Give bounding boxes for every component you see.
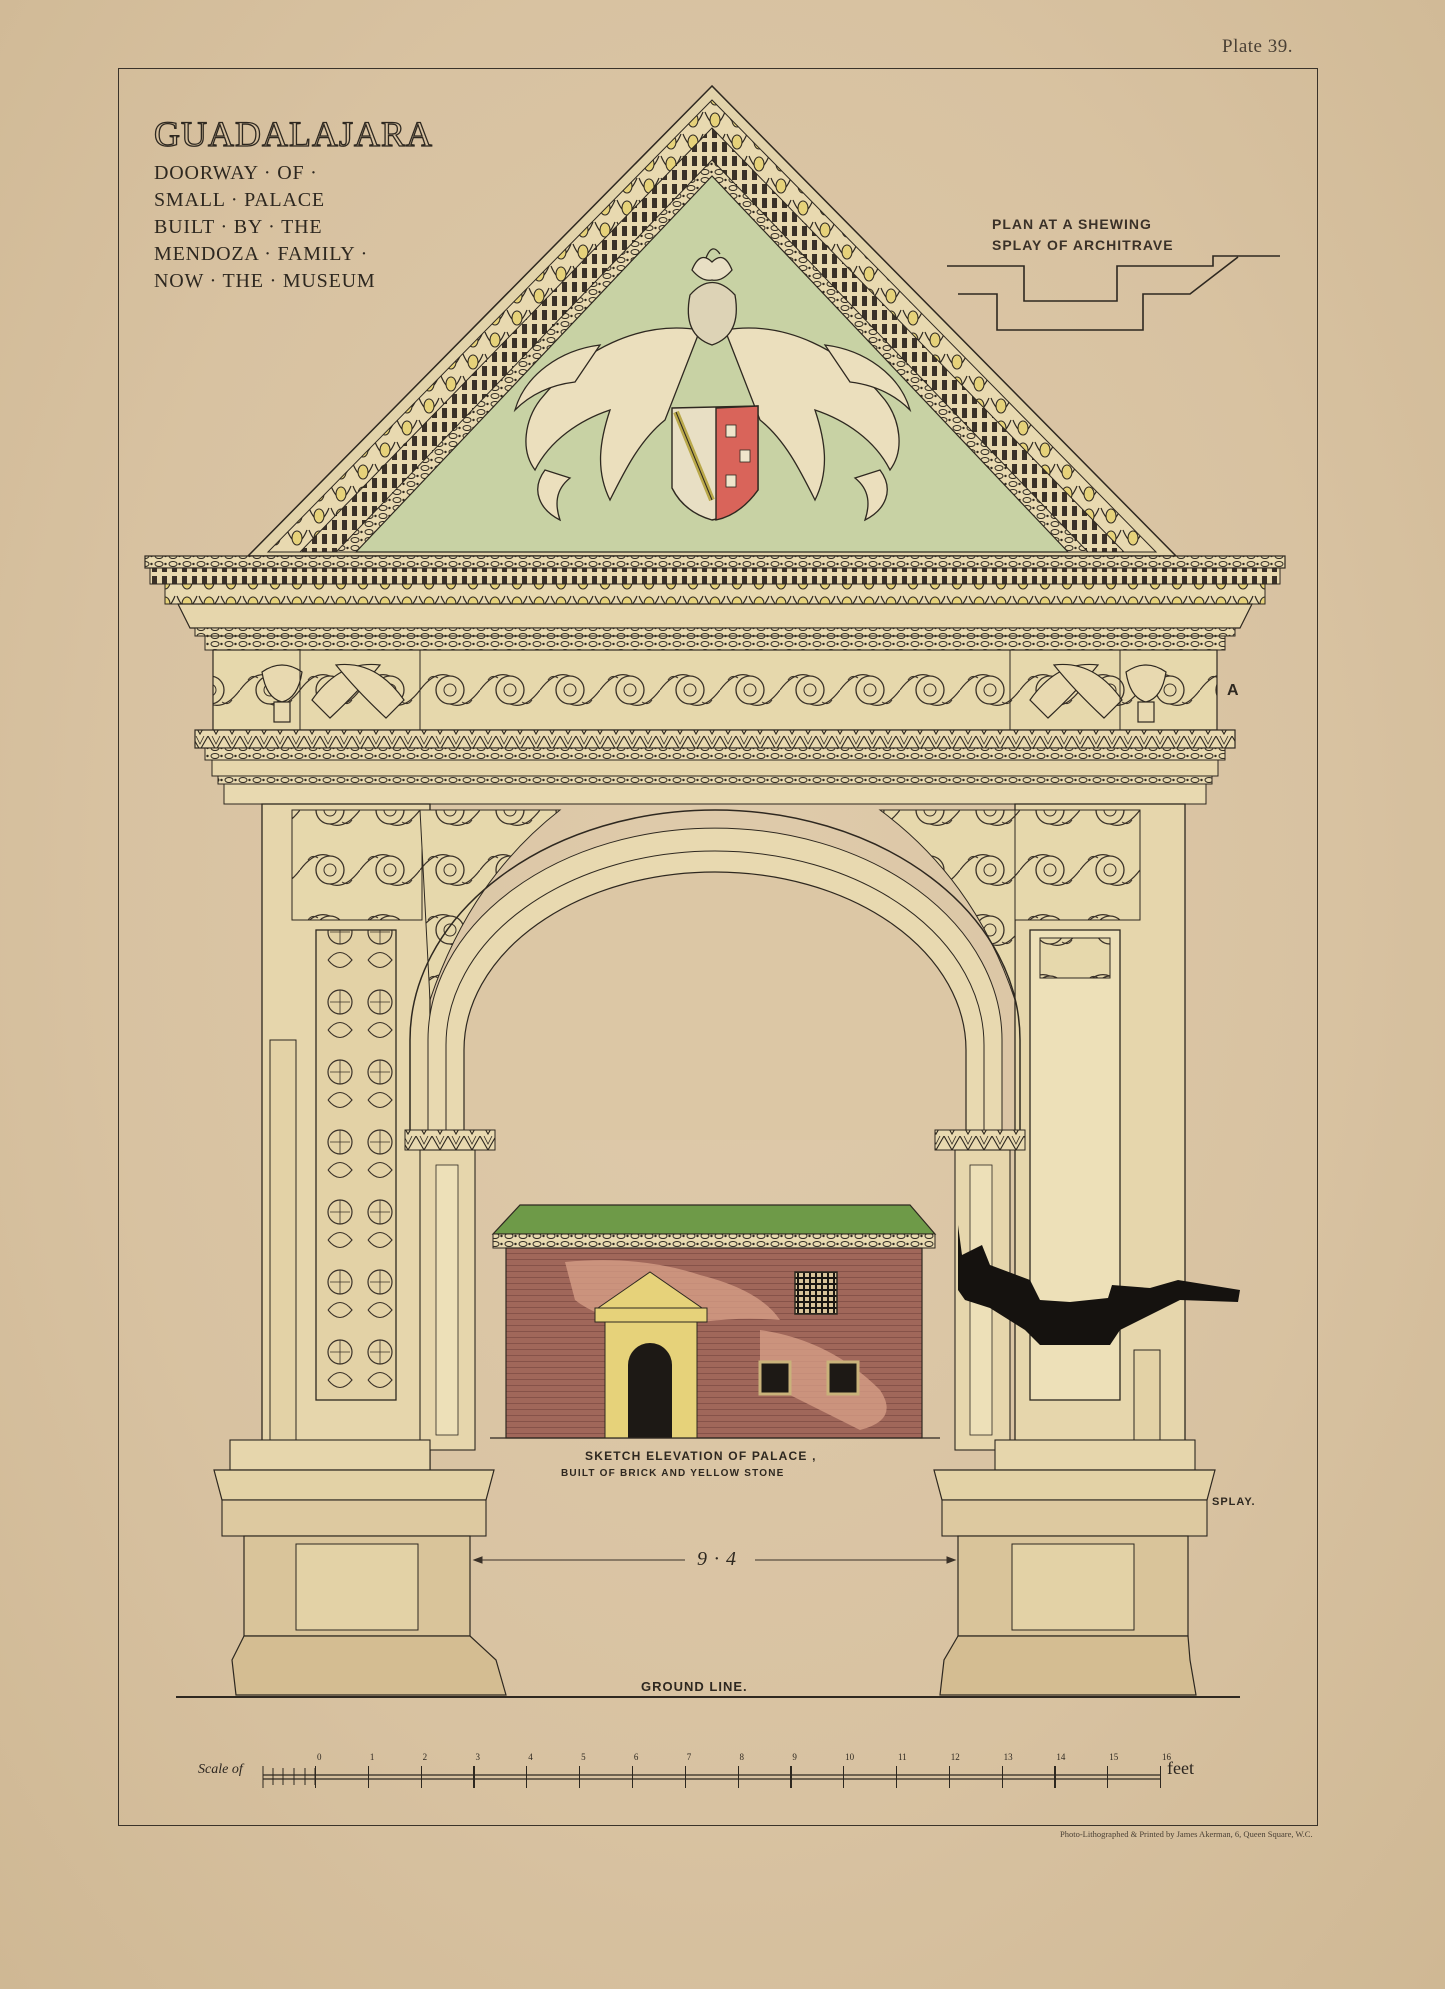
scale-label: Scale of bbox=[198, 1762, 243, 1777]
scale-tick-label: 9 bbox=[792, 1752, 797, 1762]
scale-tick bbox=[843, 1766, 845, 1788]
scale-tick bbox=[526, 1766, 528, 1788]
scale-tick-label: 8 bbox=[739, 1752, 745, 1762]
section-marker-a: A bbox=[1227, 682, 1240, 699]
scale-tick-label: 6 bbox=[633, 1752, 639, 1762]
scale-tick bbox=[367, 1766, 369, 1788]
scale-tick-label: 11 bbox=[897, 1752, 907, 1762]
plan-splay-diagram bbox=[947, 255, 1280, 331]
sketch-caption-line-1: SKETCH ELEVATION OF PALACE , bbox=[585, 1449, 817, 1463]
scale-tick-label: 3 bbox=[475, 1752, 480, 1762]
ink-blot bbox=[958, 1225, 1240, 1345]
scale-tick bbox=[420, 1766, 422, 1788]
plan-caption: Plan at A shewing Splay of Architrave bbox=[992, 214, 1174, 256]
title-line-5: NOW · THE · MUSEUM bbox=[154, 270, 376, 292]
scale-tick-label: 0 bbox=[317, 1752, 322, 1762]
scale-tick bbox=[790, 1766, 792, 1788]
dimension-line bbox=[472, 1556, 957, 1564]
title-line-4: MENDOZA · FAMILY · bbox=[154, 243, 369, 265]
scale-tick-label: 2 bbox=[422, 1752, 428, 1762]
palace-sketch bbox=[490, 1204, 940, 1439]
scale-tick-label: 13 bbox=[1003, 1752, 1013, 1762]
title-line-2: SMALL · PALACE bbox=[154, 189, 325, 211]
pediment bbox=[246, 84, 1178, 557]
acanthus-ornament bbox=[513, 327, 912, 522]
plate-number: Plate 39. bbox=[1222, 36, 1293, 57]
title-block: GUADALAJARA DOORWAY · OF · SMALL · PALAC… bbox=[153, 114, 433, 295]
scale-tick bbox=[1001, 1766, 1003, 1788]
scale-tick bbox=[1054, 1766, 1056, 1788]
plate-border bbox=[118, 68, 1318, 1826]
scale-tick-label: 10 bbox=[845, 1752, 855, 1762]
scale-tick bbox=[631, 1766, 634, 1788]
pedestals bbox=[213, 1439, 1216, 1696]
scale-tick bbox=[737, 1766, 739, 1788]
architrave bbox=[194, 729, 1236, 805]
scale-tick bbox=[684, 1766, 686, 1788]
frieze bbox=[212, 649, 1218, 731]
scale-tick bbox=[473, 1766, 475, 1788]
plate-title: GUADALAJARA bbox=[153, 114, 433, 154]
plan-caption-line-1: Plan at A shewing bbox=[992, 216, 1152, 232]
cornucopia-icon bbox=[311, 663, 1123, 719]
scale-tick bbox=[315, 1766, 317, 1788]
sketch-caption: SKETCH ELEVATION OF PALACE , BUILT OF BR… bbox=[561, 1447, 817, 1483]
scale-tick-label: 14 bbox=[1056, 1752, 1066, 1762]
title-line-1: DOORWAY · OF · bbox=[154, 162, 318, 184]
scale-tick-label: 16 bbox=[1162, 1752, 1171, 1762]
scale-tick bbox=[1107, 1766, 1109, 1788]
opening-width-dimension: 9 · 4 bbox=[697, 1548, 737, 1570]
scale-tick bbox=[948, 1766, 950, 1788]
scale-tick bbox=[579, 1766, 581, 1788]
scale-unit-label: feet bbox=[1167, 1758, 1194, 1778]
scale-tick-label: 7 bbox=[686, 1752, 692, 1762]
helmet-crest-icon bbox=[687, 248, 737, 346]
sketch-caption-line-2: BUILT OF BRICK AND YELLOW STONE bbox=[561, 1468, 785, 1479]
printer-credit: Photo-Lithographed & Printed by James Ak… bbox=[1060, 1829, 1313, 1839]
scale-tick-label: 15 bbox=[1109, 1752, 1119, 1762]
scale-tick bbox=[895, 1766, 898, 1788]
scale-tick-label: 12 bbox=[950, 1752, 960, 1762]
scale-bar bbox=[262, 1766, 1160, 1788]
ground-line-label: GROUND LINE. bbox=[641, 1679, 748, 1694]
urn-icon bbox=[261, 664, 1167, 723]
scale-tick-label: 5 bbox=[581, 1752, 586, 1762]
splay-label: SPLAY. bbox=[1212, 1496, 1256, 1508]
cornice bbox=[144, 555, 1286, 651]
coat-of-arms-icon bbox=[671, 405, 759, 521]
scale-tick-label: 1 bbox=[369, 1752, 375, 1762]
archway bbox=[261, 803, 1240, 1471]
title-line-3: BUILT · BY · THE bbox=[154, 216, 323, 238]
plan-caption-line-2: Splay of Architrave bbox=[992, 237, 1174, 253]
scale-tick-label: 4 bbox=[528, 1752, 533, 1762]
scale-tick bbox=[1160, 1766, 1162, 1788]
